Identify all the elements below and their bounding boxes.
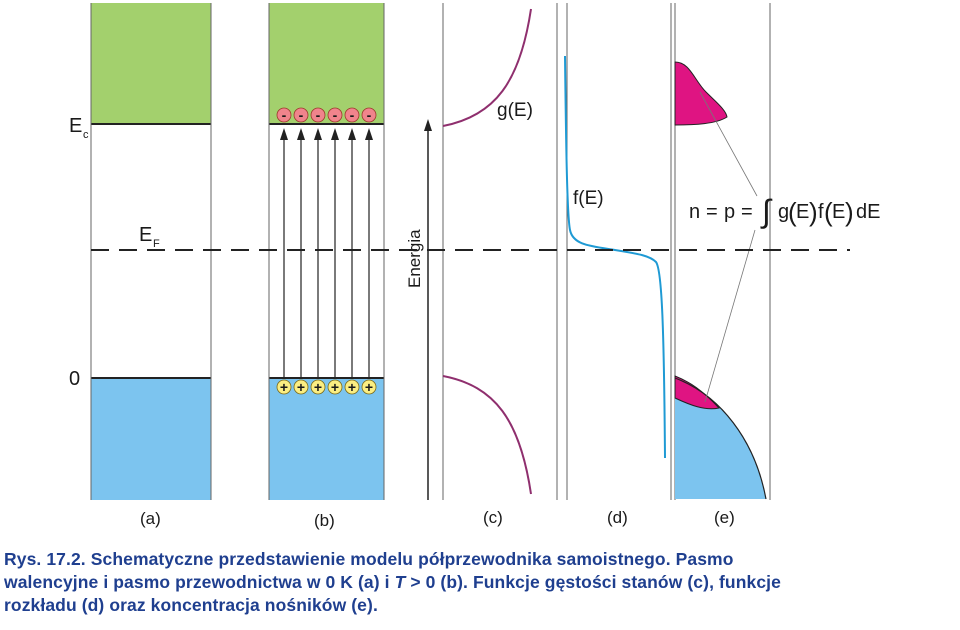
caption-temperature-symbol: T [394, 572, 406, 592]
holes-group: + + + + + + [276, 379, 377, 395]
electron-symbol: - [282, 107, 287, 123]
excitation-arrowhead [314, 128, 322, 140]
formula-pointer-line-top [699, 91, 758, 197]
formula-f: f [818, 201, 824, 223]
hole-symbol: + [365, 379, 373, 395]
ec-label: E c [69, 115, 89, 141]
ec-label-main: E [69, 115, 82, 137]
fermi-curve [564, 55, 666, 459]
excitation-arrowhead [365, 128, 373, 140]
electron-badge [276, 107, 292, 123]
electron-symbol: - [350, 107, 355, 123]
formula-g: g [778, 201, 789, 223]
formula-paren-open-1: ( [788, 197, 797, 227]
electron-badge [293, 107, 309, 123]
formula-de: dE [856, 201, 880, 223]
formula-p: p [724, 201, 735, 223]
formula-pointer-line-bottom [704, 229, 756, 403]
excitation-arrowhead [297, 128, 305, 140]
energy-axis-arrowhead [424, 119, 432, 131]
caption-line-1-text: Rys. 17.2. Schematyczne przedstawienie m… [4, 549, 734, 569]
hole-symbol: + [297, 379, 305, 395]
energy-axis-label: Energia [405, 229, 424, 288]
panel-a-label: (a) [140, 509, 161, 528]
panel-e-dos-outline [674, 377, 767, 500]
formula-integral-sign: ∫ [760, 193, 773, 229]
formula-e-2: E [832, 201, 845, 223]
figure-caption: Rys. 17.2. Schematyczne przedstawienie m… [4, 548, 958, 617]
panel-d-fermi-function [564, 3, 672, 500]
panel-e-carriers [674, 3, 771, 500]
hole-badge [276, 379, 292, 395]
electron-symbol: - [333, 107, 338, 123]
electron-symbol: - [316, 107, 321, 123]
carrier-concentration-formula: n = p = ∫ g ( E ) f ( E ) dE [689, 193, 880, 229]
dos-valence-curve [442, 375, 532, 495]
caption-line-2-start: walencyjne i pasmo przewodnictwa w 0 K (… [4, 572, 395, 592]
excitation-arrows [280, 128, 373, 378]
dos-function-label: g(E) [497, 100, 533, 121]
hole-badge [310, 379, 326, 395]
formula-equals-1: = [706, 201, 718, 223]
zero-energy-label: 0 [69, 368, 80, 390]
hole-symbol: + [280, 379, 288, 395]
ef-label-main: E [139, 224, 152, 246]
hole-concentration-peak [674, 375, 720, 410]
formula-n: n [689, 201, 700, 223]
electron-badge [310, 107, 326, 123]
ef-label: E F [139, 224, 160, 250]
caption-line-3: rozkładu (d) oraz koncentracja nośników … [4, 594, 958, 617]
panel-a-conduction-band [91, 3, 211, 124]
panel-c-density-of-states [442, 3, 558, 500]
excitation-arrowhead [331, 128, 339, 140]
hole-badge [361, 379, 377, 395]
hole-badge [327, 379, 343, 395]
hole-badge [344, 379, 360, 395]
formula-paren-close-1: ) [809, 197, 818, 227]
formula-paren-open-2: ( [824, 197, 833, 227]
caption-line-2-end: > 0 (b). Funkcje gęstości stanów (c), fu… [405, 572, 781, 592]
hole-symbol: + [331, 379, 339, 395]
hole-symbol: + [314, 379, 322, 395]
electrons-group: ------ [276, 107, 377, 123]
ef-label-sub: F [153, 238, 160, 250]
electron-symbol: - [367, 107, 372, 123]
panel-a-bands [90, 3, 212, 500]
panel-b-label: (b) [314, 511, 335, 530]
caption-line-2: walencyjne i pasmo przewodnictwa w 0 K (… [4, 571, 958, 594]
valence-band-area [675, 378, 766, 499]
panel-e-label: (e) [714, 508, 735, 527]
panel-d-label: (d) [607, 508, 628, 527]
hole-symbol: + [348, 379, 356, 395]
electron-badge [327, 107, 343, 123]
fermi-function-label: f(E) [573, 188, 604, 209]
hole-badge [293, 379, 309, 395]
caption-line-3-text: rozkładu (d) oraz koncentracja nośników … [4, 595, 378, 615]
formula-equals-2: = [741, 201, 753, 223]
excitation-arrowhead [348, 128, 356, 140]
formula-e-1: E [796, 201, 809, 223]
panel-b-conduction-band [269, 3, 384, 124]
excitation-arrowhead [280, 128, 288, 140]
panel-a-valence-band [91, 378, 211, 500]
electron-badge [361, 107, 377, 123]
electron-symbol: - [299, 107, 304, 123]
panel-b-bands [268, 3, 385, 500]
panel-c-label: (c) [483, 508, 503, 527]
energy-axis: Energia [405, 119, 432, 500]
panel-b-valence-band [269, 378, 384, 500]
caption-line-1: Rys. 17.2. Schematyczne przedstawienie m… [4, 548, 958, 571]
formula-paren-close-2: ) [845, 197, 854, 227]
ec-label-sub: c [83, 129, 89, 141]
electron-badge [344, 107, 360, 123]
dos-conduction-curve [442, 8, 532, 127]
